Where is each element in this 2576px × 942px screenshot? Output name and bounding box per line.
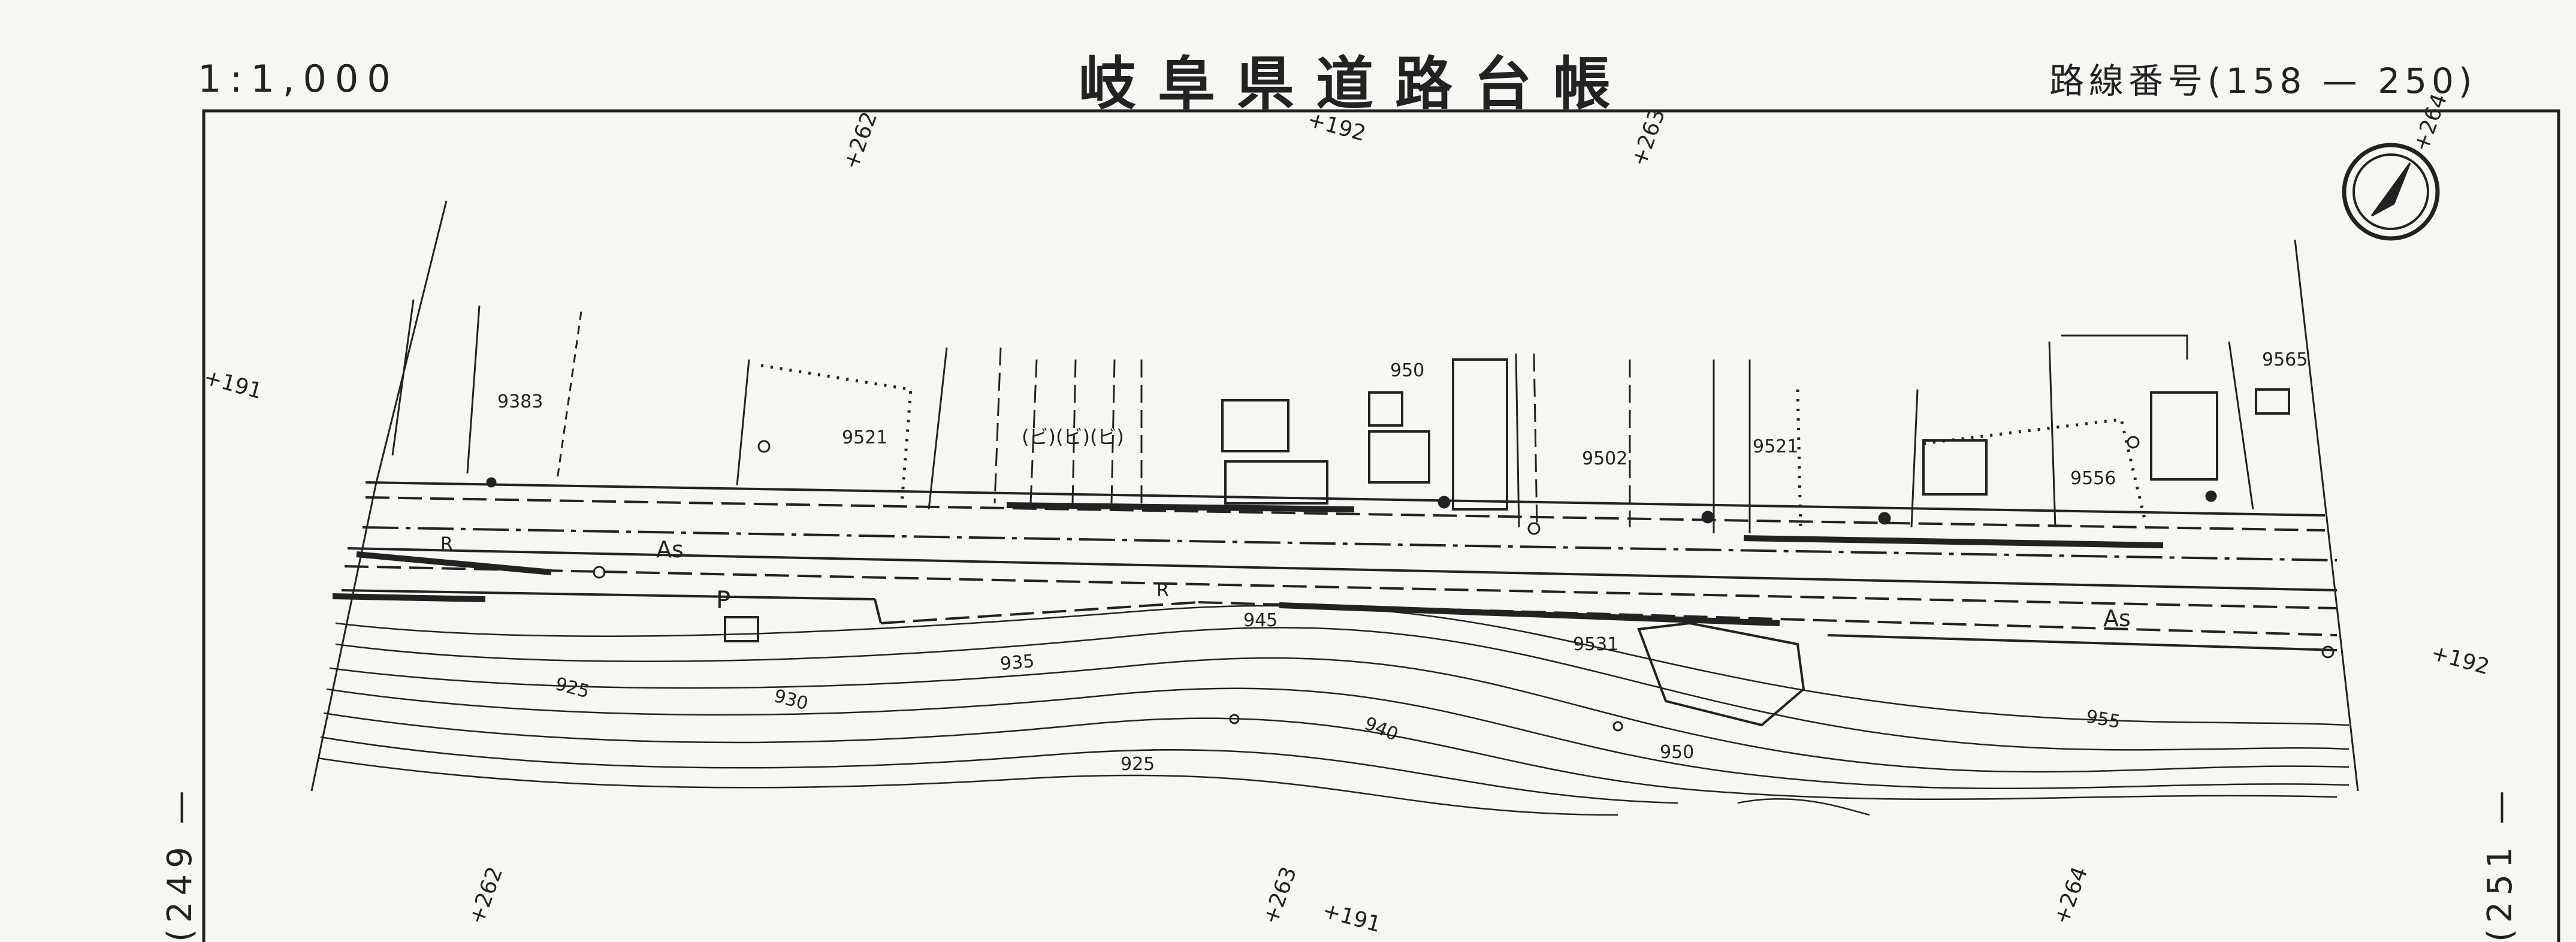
lot-9521-a: 9521 [842, 427, 887, 448]
contour-label: 925 [1121, 754, 1155, 775]
survey-marks [486, 436, 2335, 732]
contour-label: 950 [1660, 742, 1694, 763]
lot-9383: 9383 [497, 391, 543, 412]
route-number: 路線番号(158 — 250) [2049, 61, 2477, 101]
contour-label: 950 [1390, 360, 1424, 381]
plan-labels: 9383 9521 9502 9521 9556 9565 9531 As As… [440, 349, 2308, 655]
map-frame [202, 109, 2560, 942]
buildings [724, 358, 2290, 727]
lot-9531: 9531 [1573, 634, 1618, 655]
retaining-r-left: R [440, 534, 453, 555]
retaining-walls [332, 502, 2164, 626]
contour-lines [317, 605, 2349, 816]
contour-label: 940 [1361, 713, 1401, 745]
station-bottom-264: +264 [2049, 864, 2092, 928]
north-arrow-icon [2342, 143, 2440, 241]
station-bottom-191: +191 [1320, 898, 1384, 937]
contour-label: 935 [999, 651, 1035, 675]
lot-9521-b: 9521 [1753, 436, 1798, 457]
station-top-192: +192 [1305, 107, 1369, 146]
contour-label: 945 [1243, 610, 1278, 631]
station-top-264: +264 [2409, 90, 2452, 155]
station-left-191: +191 [201, 365, 265, 404]
road-edges [341, 481, 2338, 651]
retaining-r-mid: R [1156, 580, 1169, 601]
station-top-262: +262 [839, 108, 882, 173]
map-title: 岐阜県道路台帳 [1079, 50, 1632, 117]
lot-9556: 9556 [2070, 468, 2116, 489]
contour-label: 955 [2085, 706, 2122, 732]
parking-p: P [716, 587, 730, 614]
contour-label: 925 [553, 674, 591, 703]
surface-as-left: As [656, 536, 684, 563]
lot-9565: 9565 [2262, 349, 2308, 370]
lot-9502: 9502 [1582, 448, 1627, 469]
station-right-192: +192 [2429, 641, 2492, 680]
field-bi: (ビ)(ビ)(ビ) [1022, 425, 1124, 448]
station-top-263: +263 [1627, 105, 1670, 170]
plot-boundaries [310, 200, 2359, 792]
contour-label: 930 [772, 686, 810, 715]
station-bottom-262: +262 [464, 864, 508, 928]
scale-label: 1:1,000 [198, 57, 399, 101]
station-bottom-263: +263 [1258, 864, 1301, 928]
surface-as-right: As [2103, 605, 2131, 632]
contour-labels: 925 930 935 940 945 950 955 925 950 [553, 360, 2122, 775]
